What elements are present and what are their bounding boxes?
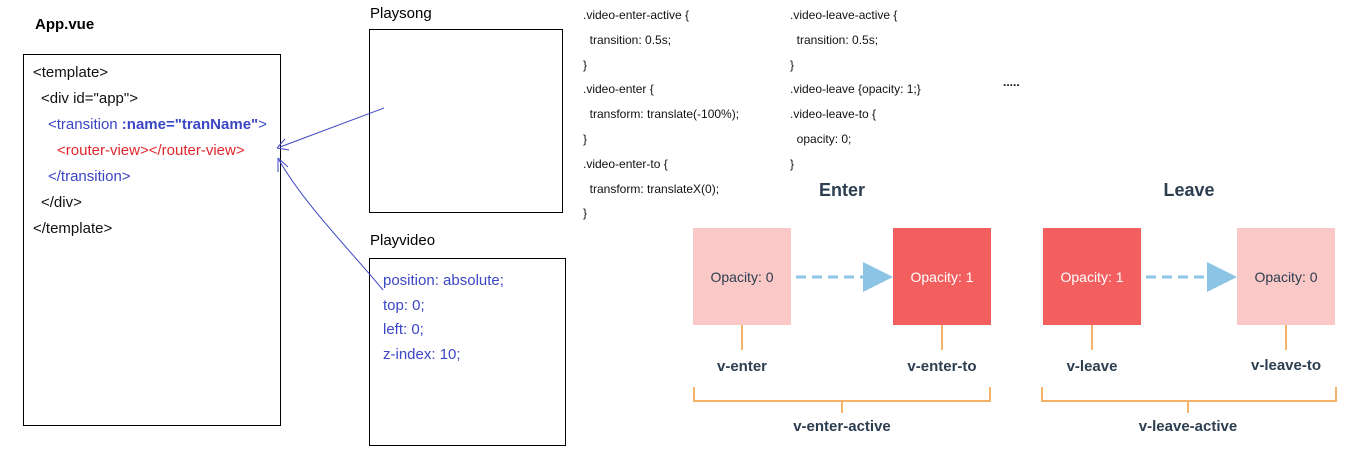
transition-open-tag-close: > xyxy=(258,116,267,133)
playvideo-pointer-head xyxy=(277,157,289,172)
template-line-6: </div> xyxy=(41,194,82,211)
transition-name-binding: :name="tranName" xyxy=(121,116,259,133)
css-enter-line-9: } xyxy=(583,206,588,221)
css-enter-line-6: } xyxy=(583,132,588,146)
css-leave-line-6: opacity: 0; xyxy=(790,132,852,146)
css-leave-line-5: .video-leave-to { xyxy=(790,107,877,122)
css-leave-line-2: transition: 0.5s; xyxy=(790,32,879,47)
playvideo-pointer-line xyxy=(278,159,384,291)
state-leave-from: Opacity: 1 xyxy=(1043,228,1141,325)
label-v-enter: v-enter xyxy=(716,358,768,375)
label-v-enter-active: v-enter-active xyxy=(793,418,891,435)
template-line-7: </template> xyxy=(33,220,113,237)
css-leave-line-1: .video-leave-active { xyxy=(790,8,898,22)
template-line-1: <template> xyxy=(33,64,109,81)
enter-title: Enter xyxy=(818,180,865,200)
css-enter-line-4: .video-enter { xyxy=(583,82,654,97)
playvideo-line-1: position: absolute; xyxy=(383,272,504,289)
enter-active-bracket xyxy=(693,387,991,402)
css-enter-line-5: transform: translate(-100%); xyxy=(583,107,740,122)
playvideo-line-2: top: 0; xyxy=(383,296,425,314)
leave-title: Leave xyxy=(1163,180,1215,200)
css-leave-line-3: } xyxy=(790,57,795,72)
css-enter-line-2: transition: 0.5s; xyxy=(583,32,672,47)
label-v-leave-to: v-leave-to xyxy=(1250,357,1322,374)
state-leave-to: Opacity: 0 xyxy=(1237,228,1335,325)
template-line-3: <transition :name="tranName"> xyxy=(48,112,267,138)
playvideo-title: Playvideo xyxy=(370,232,436,249)
css-leave-line-4: .video-leave {opacity: 1;} xyxy=(790,82,921,97)
playsong-title: Playsong xyxy=(370,5,432,22)
app-vue-box xyxy=(23,54,281,426)
css-enter-line-8: transform: translateX(0); xyxy=(583,181,720,196)
transition-open-tag: <transition xyxy=(48,116,122,133)
css-enter-line-7: .video-enter-to { xyxy=(583,156,668,171)
label-v-enter-to: v-enter-to xyxy=(907,358,977,375)
css-leave-line-7: } xyxy=(790,156,795,171)
playvideo-box xyxy=(369,258,566,446)
template-line-2: <div id="app"> xyxy=(41,90,138,107)
css-enter-line-3: } xyxy=(583,57,588,72)
playsong-pointer-line xyxy=(279,107,385,148)
state-enter-to: Opacity: 1 xyxy=(893,228,991,325)
state-enter-from: Opacity: 0 xyxy=(693,228,791,325)
playvideo-line-4: z-index: 10; xyxy=(383,345,461,363)
playsong-pointer-head xyxy=(276,138,290,151)
playsong-box xyxy=(369,29,563,213)
template-line-5: </transition> xyxy=(48,168,131,185)
template-line-4-router-view: <router-view></router-view> xyxy=(57,142,245,159)
label-v-leave: v-leave xyxy=(1066,358,1118,375)
playvideo-line-3: left: 0; xyxy=(383,321,424,338)
css-enter-line-1: .video-enter-active { xyxy=(583,8,690,22)
label-v-leave-active: v-leave-active xyxy=(1138,418,1238,435)
app-vue-title: App.vue xyxy=(35,16,95,33)
leave-active-bracket xyxy=(1041,387,1337,402)
ellipsis-text: ..... xyxy=(1003,75,1020,89)
